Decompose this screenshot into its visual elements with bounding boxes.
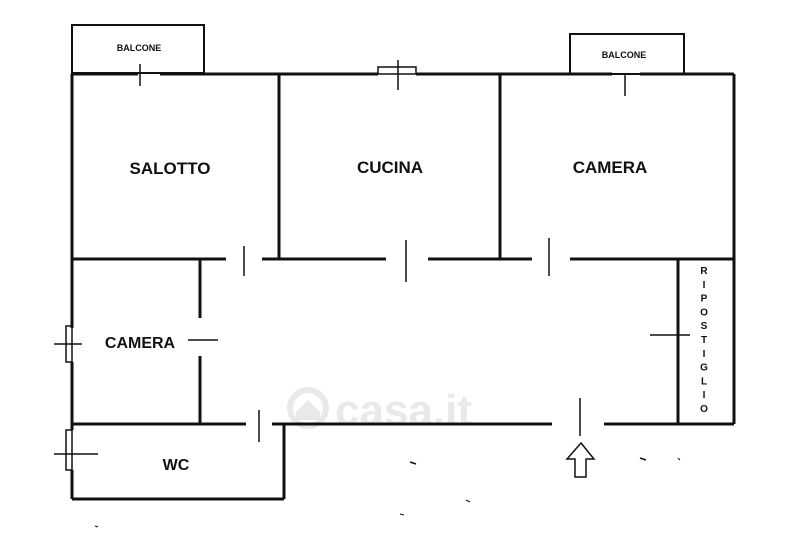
salotto-label: SALOTTO: [130, 159, 211, 178]
ripostiglio-letter: I: [703, 390, 706, 401]
ripostiglio-letter: S: [701, 321, 708, 332]
balcone-right-outline: [569, 33, 685, 75]
cucina-label: CUCINA: [357, 158, 423, 177]
camera-left-label: CAMERA: [105, 335, 176, 352]
walls: [70, 72, 736, 501]
up-arrow-icon: [565, 441, 596, 478]
ripostiglio-letter: O: [700, 307, 708, 318]
ripostiglio-letter: G: [700, 363, 708, 374]
ripostiglio-letter: T: [701, 335, 707, 346]
house-icon: [287, 387, 329, 429]
ripostiglio-letter: L: [701, 376, 707, 387]
wc-label: WC: [163, 457, 190, 474]
ripostiglio-letter: P: [701, 294, 708, 305]
ripostiglio-letter: I: [703, 280, 706, 291]
ripostiglio-letter: R: [700, 266, 708, 277]
balcone-left-label: BALCONE: [117, 43, 162, 53]
watermark-text: casa.it: [335, 386, 472, 435]
watermark: casa.it: [287, 386, 472, 435]
ripostiglio-letter: O: [700, 404, 708, 415]
ripostiglio-letter: I: [703, 349, 706, 360]
balcone-right-label: BALCONE: [602, 50, 647, 60]
camera-top-label: CAMERA: [573, 158, 648, 177]
openings: [54, 60, 690, 528]
